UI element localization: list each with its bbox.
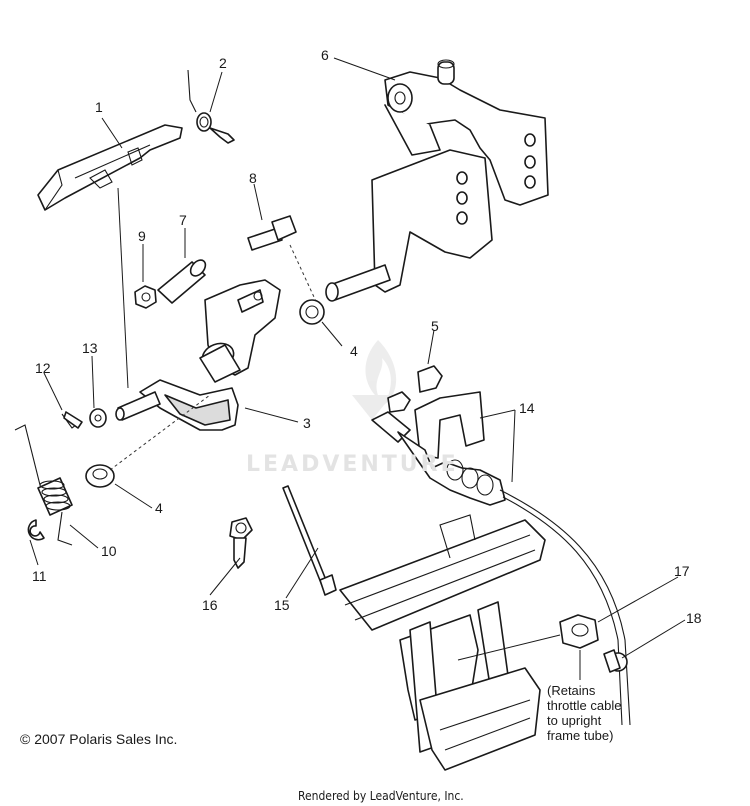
part-6-mount-bracket xyxy=(325,59,549,302)
part-4-bushing-lower xyxy=(85,464,115,488)
callout-7: 7 xyxy=(179,212,187,228)
part-11-e-clip xyxy=(27,519,45,541)
bushing-guide-line xyxy=(109,394,211,471)
callout-2: 2 xyxy=(219,55,227,71)
callout-9: 9 xyxy=(138,228,146,244)
callout-13: 13 xyxy=(82,340,98,356)
callout-12: 12 xyxy=(35,360,51,376)
part-16-fastener xyxy=(229,517,253,569)
callout-5: 5 xyxy=(431,318,439,334)
part-9-nut xyxy=(134,285,157,309)
part-4-bushing-upper xyxy=(299,299,325,325)
part-15-rod xyxy=(282,485,337,596)
callout-1: 1 xyxy=(95,99,103,115)
part-2-spring xyxy=(187,69,235,144)
part-12-clip xyxy=(61,411,83,429)
part-5-pins xyxy=(387,365,443,413)
part-8-bolt xyxy=(247,215,297,251)
watermark-text: LEADVENTURE xyxy=(246,452,459,477)
frame-upright xyxy=(339,514,546,771)
callout-14: 14 xyxy=(519,400,535,416)
part-7-sleeve xyxy=(157,259,207,304)
part-17-clip xyxy=(559,614,599,649)
callout-17: 17 xyxy=(674,563,690,579)
part-1-pedal-pad xyxy=(37,124,183,211)
part-3-pedal-arm xyxy=(115,279,281,431)
part-10-coil-spring xyxy=(14,424,73,546)
part-14-cable-assembly xyxy=(371,391,631,726)
callout-8: 8 xyxy=(249,170,257,186)
rendered-by-text: Rendered by LeadVenture, Inc. xyxy=(298,789,464,803)
callout-4-lower: 4 xyxy=(155,500,163,516)
leader-lines xyxy=(29,57,686,680)
part-13-washer xyxy=(89,408,107,428)
callout-3: 3 xyxy=(303,415,311,431)
callout-10: 10 xyxy=(101,543,117,559)
callout-11: 11 xyxy=(32,568,47,584)
copyright-text: © 2007 Polaris Sales Inc. xyxy=(20,731,178,747)
watermark-logo xyxy=(352,340,397,420)
callout-18: 18 xyxy=(686,610,702,626)
frame-tube-note: (Retains throttle cable to upright frame… xyxy=(547,683,622,743)
part-18-screw xyxy=(603,649,628,673)
callout-6: 6 xyxy=(321,47,329,63)
callout-4-upper: 4 xyxy=(350,343,358,359)
callout-15: 15 xyxy=(274,597,290,613)
callout-16: 16 xyxy=(202,597,218,613)
